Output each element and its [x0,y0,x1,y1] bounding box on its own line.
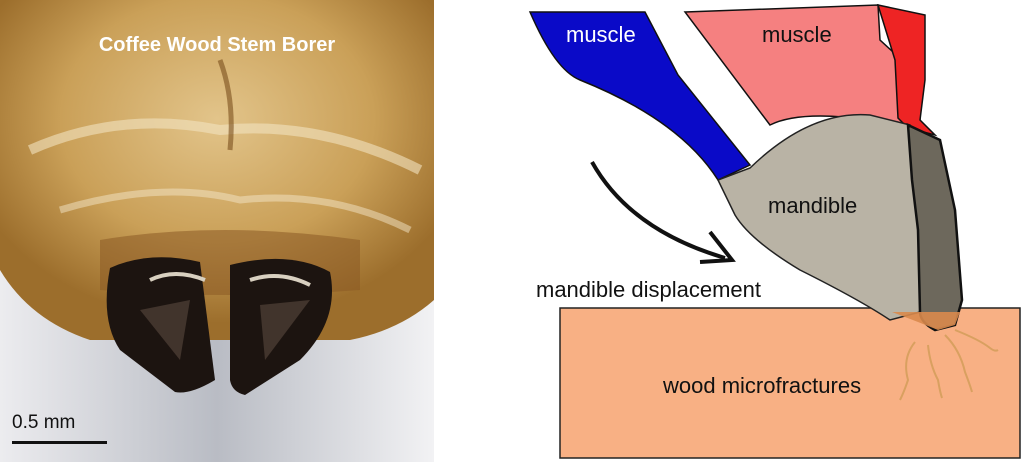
muscle-left [528,11,752,181]
mandible-body [716,113,921,321]
muscle-right-label: muscle [762,22,832,47]
scale-bar [12,441,107,444]
mandible-diagram: muscle muscle mandible mandible displace… [500,0,1024,466]
microfracture-lines [899,329,999,401]
mandible-label: mandible [768,193,858,218]
photo-title: Coffee Wood Stem Borer [98,34,336,56]
larva-head-photo [0,0,434,462]
displacement-label: mandible displacement [536,277,762,302]
wood-label: wood microfractures [663,373,862,398]
displacement-arrow [590,161,726,260]
scale-bar-label: 0.5 mm [12,412,76,433]
mandible-tip [892,312,960,330]
wood-block [559,307,1021,459]
displacement-arrowhead [699,230,736,264]
muscle-left-label: muscle [566,22,636,47]
muscle-right-edge [876,4,938,137]
diagram-drawing [528,4,1021,459]
larva-photo-panel: Coffee Wood Stem Borer 0.5 mm [0,0,434,462]
